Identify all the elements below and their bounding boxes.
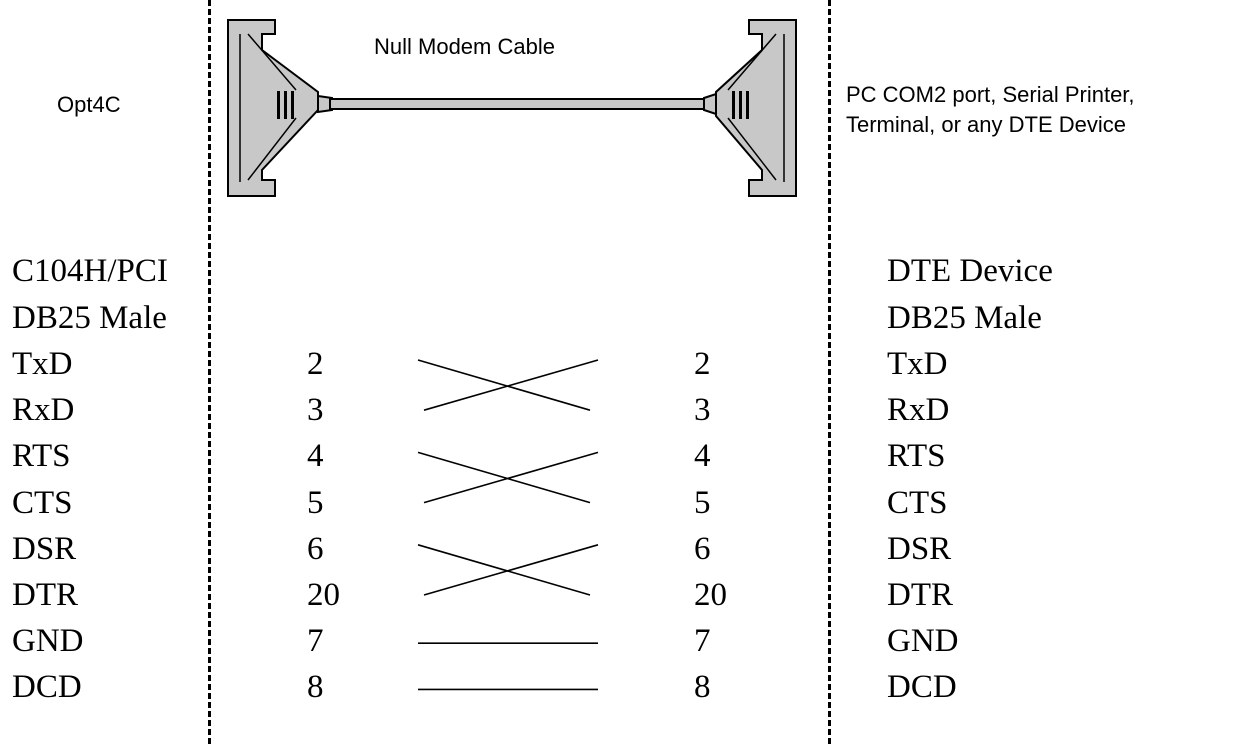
left-signal-label: RxD <box>12 392 75 429</box>
left-pin-number: 2 <box>307 346 324 382</box>
right-divider <box>828 0 831 744</box>
left-signal-label: RTS <box>12 438 71 475</box>
pin-row: TxD 2 2 TxD <box>0 346 1245 392</box>
left-pin-number: 8 <box>307 669 324 706</box>
left-device-label: Opt4C <box>57 92 121 117</box>
right-device-line2: Terminal, or any DTE Device <box>846 112 1126 137</box>
right-signal-label: RTS <box>887 438 946 475</box>
right-header-line2: DB25 Male <box>887 300 1042 336</box>
right-pin-number: 4 <box>694 438 711 475</box>
left-signal-label: DCD <box>12 669 82 706</box>
right-signal-label: TxD <box>887 346 948 382</box>
cable-label: Null Modem Cable <box>374 34 555 59</box>
left-pin-number: 3 <box>307 392 324 429</box>
right-connector-icon <box>703 19 797 197</box>
right-pin-number: 2 <box>694 346 711 382</box>
right-pin-number: 3 <box>694 392 711 429</box>
right-pin-number: 8 <box>694 669 711 706</box>
left-pin-number: 7 <box>307 623 324 660</box>
left-signal-label: DTR <box>12 577 78 613</box>
crossover-wire <box>423 451 599 504</box>
crossover-wire <box>423 544 599 596</box>
left-pin-number: 20 <box>307 577 340 613</box>
left-signal-label: TxD <box>12 346 73 382</box>
right-signal-label: DSR <box>887 530 952 567</box>
right-signal-label: CTS <box>887 484 948 521</box>
right-signal-label: RxD <box>887 392 950 429</box>
left-divider <box>208 0 211 744</box>
right-header-line1: DTE Device <box>887 253 1053 289</box>
pin-row: GND 7 7 GND <box>0 623 1245 669</box>
left-pin-number: 6 <box>307 530 324 567</box>
right-device-label: PC COM2 port, Serial Printer, Terminal, … <box>846 80 1135 140</box>
left-signal-label: GND <box>12 623 84 660</box>
crossover-wire <box>417 451 591 504</box>
right-signal-label: DTR <box>887 577 953 613</box>
crossover-wire <box>417 544 591 596</box>
right-pin-number: 6 <box>694 530 711 567</box>
left-signal-label: DSR <box>12 530 77 567</box>
left-pin-number: 5 <box>307 484 324 521</box>
right-signal-label: GND <box>887 623 959 660</box>
right-device-line1: PC COM2 port, Serial Printer, <box>846 82 1135 107</box>
pin-row: CTS 5 5 CTS <box>0 485 1245 531</box>
pin-row: DSR 6 6 DSR <box>0 531 1245 577</box>
pin-row: DCD 8 8 DCD <box>0 669 1245 715</box>
pin-row: DTR 20 20 DTR <box>0 577 1245 623</box>
left-pin-number: 4 <box>307 438 324 475</box>
left-connector-icon <box>227 19 333 197</box>
cable-icon <box>227 19 797 197</box>
right-signal-label: DCD <box>887 669 957 706</box>
left-signal-label: CTS <box>12 484 73 521</box>
pin-row: RTS 4 4 RTS <box>0 438 1245 484</box>
right-pin-number: 20 <box>694 577 727 613</box>
crossover-wire <box>417 359 591 411</box>
crossover-wire <box>423 359 599 411</box>
left-header-line1: C104H/PCI <box>12 253 168 289</box>
pin-row: RxD 3 3 RxD <box>0 392 1245 438</box>
left-header-line2: DB25 Male <box>12 300 167 336</box>
right-pin-number: 5 <box>694 484 711 521</box>
right-pin-number: 7 <box>694 623 711 660</box>
